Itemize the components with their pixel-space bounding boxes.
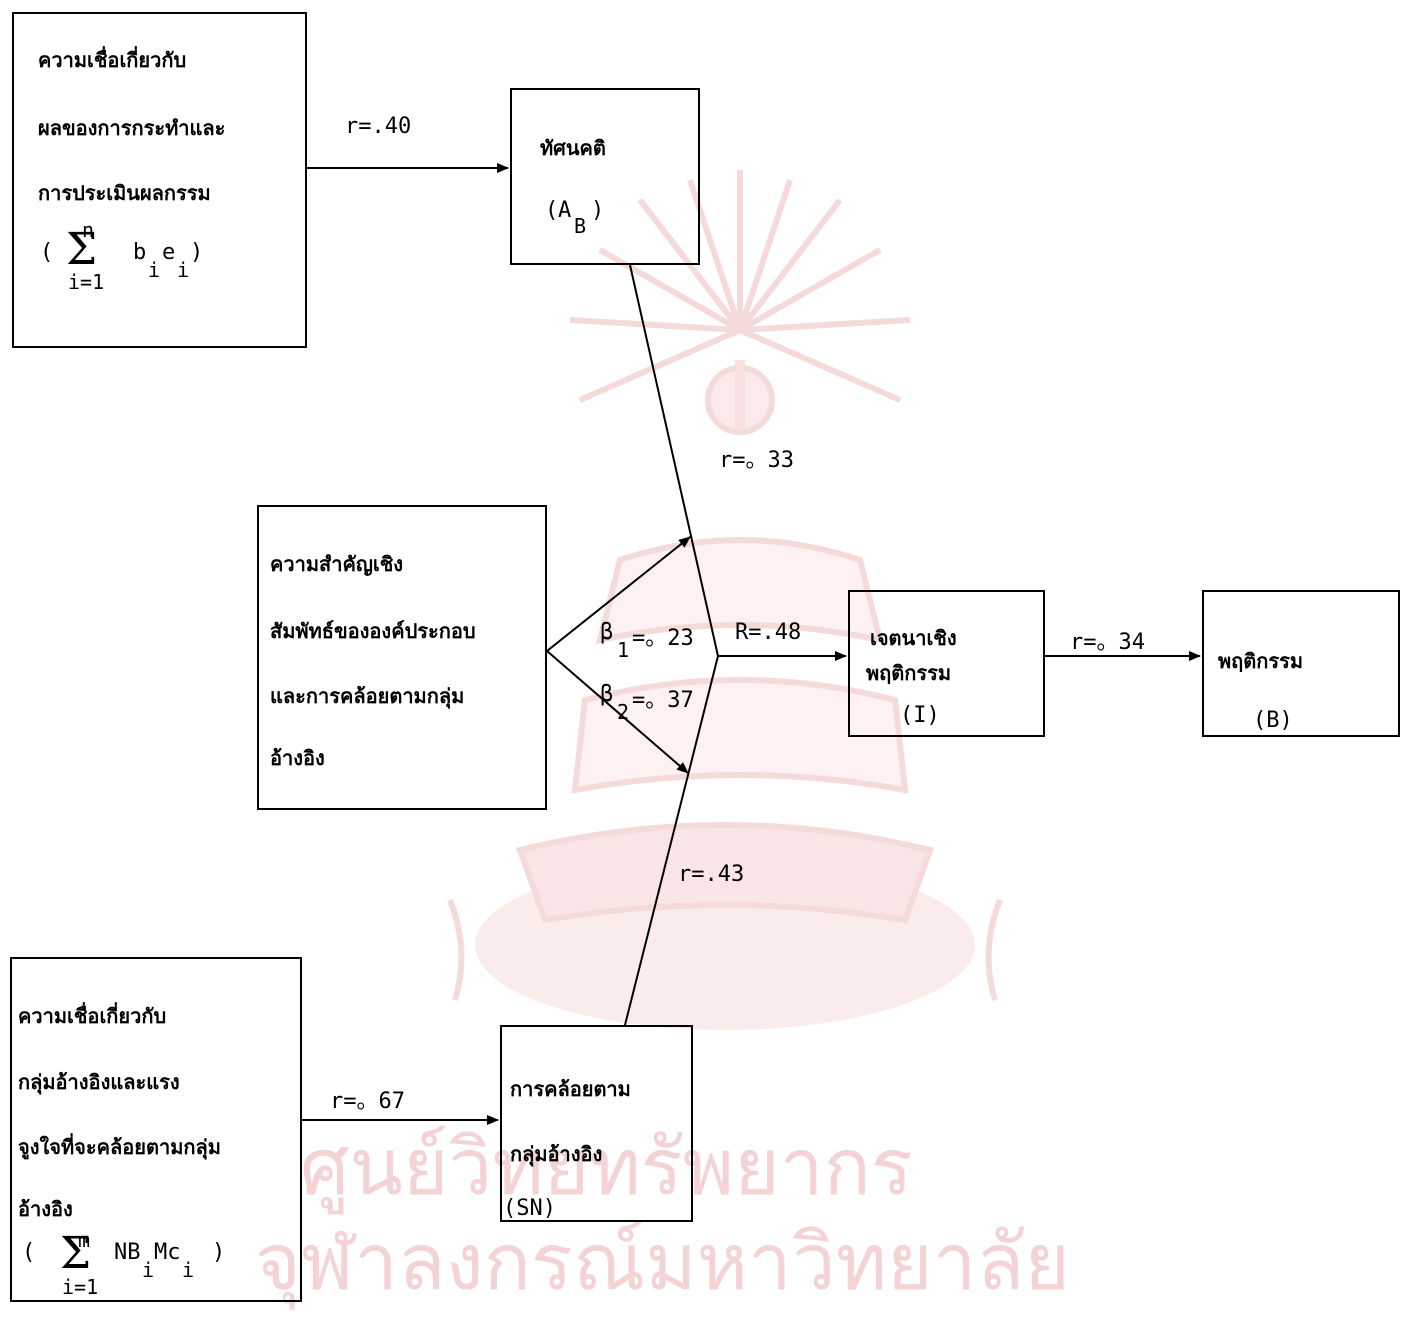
- beliefs-outcome-sub-2: i: [177, 258, 190, 282]
- summation-icon: Σ: [66, 224, 98, 275]
- label-r-intention-behavior: r=。34: [1070, 630, 1145, 655]
- subjective-norm-line2: กลุ่มอ้างอิง: [510, 1142, 603, 1166]
- normative-beliefs-line2: กลุ่มอ้างอิงและแรง: [18, 1070, 180, 1094]
- label-beta2-sub: 2: [617, 700, 630, 724]
- normative-beliefs-sub-2: i: [182, 1258, 195, 1282]
- beliefs-outcome-term-e: e: [162, 240, 176, 265]
- relative-weights-line3: และการคล้อยตามกลุ่ม: [270, 684, 465, 708]
- edge-sn-to-junction: [624, 655, 719, 1026]
- label-r-sn: r=.43: [678, 862, 745, 887]
- behavior-symbol: (B): [1253, 708, 1293, 733]
- intention-line1: เจตนาเชิง: [870, 626, 957, 650]
- label-r-attitude: r=。33: [719, 448, 794, 473]
- beliefs-outcome-line1: ความเชื่อเกี่ยวกับ: [38, 48, 187, 72]
- label-beta2-value: =。37: [632, 688, 694, 713]
- beliefs-outcome-box: [12, 12, 307, 348]
- subjective-norm-symbol: (SN): [503, 1196, 556, 1221]
- normative-beliefs-line1: ความเชื่อเกี่ยวกับ: [18, 1004, 167, 1028]
- behavior-box: [1202, 590, 1400, 737]
- relative-weights-line4: อ้างอิง: [270, 746, 325, 770]
- label-beta1-symbol: β: [600, 620, 614, 645]
- intention-box: [848, 590, 1045, 737]
- attitude-name: ทัศนคติ: [540, 136, 606, 160]
- label-beta2-symbol: β: [600, 682, 614, 707]
- attitude-open-paren: (: [545, 198, 559, 223]
- normative-beliefs-sum-upper: m: [78, 1228, 91, 1252]
- summation-icon-normative: Σ: [60, 1228, 92, 1279]
- beliefs-outcome-open-paren: (: [40, 240, 54, 265]
- watermark-seal: [447, 170, 1003, 1030]
- beliefs-outcome-sub-1: i: [148, 258, 161, 282]
- beliefs-outcome-line3: การประเมินผลกรรม: [38, 181, 211, 205]
- normative-beliefs-term-nb: NB: [114, 1240, 141, 1265]
- label-beta1-value: =。23: [632, 626, 694, 651]
- attitude-symbol: A: [558, 198, 572, 223]
- beliefs-outcome-line2: ผลของการกระทำและ: [38, 116, 226, 140]
- watermark-text-line1: ศูนย์วิทยทรัพยากร: [300, 1123, 913, 1213]
- subjective-norm-line1: การคล้อยตาม: [510, 1077, 631, 1101]
- watermark-text-line2: จุฬาลงกรณ์มหาวิทยาลัย: [255, 1218, 1071, 1308]
- edge-weights-to-upper: [546, 536, 691, 652]
- beliefs-outcome-close-paren: ): [190, 240, 204, 265]
- beliefs-outcome-sum-lower: i=1: [68, 270, 105, 294]
- relative-weights-line2: สัมพัทธ์ขององค์ประกอบ: [270, 619, 476, 643]
- label-beta1-sub: 1: [617, 638, 630, 662]
- normative-beliefs-close-paren: ): [212, 1240, 226, 1265]
- connectors: [302, 163, 1201, 1125]
- relative-weights-box: [257, 505, 547, 810]
- relative-weights-line1: ความสำคัญเชิง: [270, 552, 404, 576]
- normative-beliefs-term-mc: Mc: [154, 1240, 181, 1265]
- beliefs-outcome-term-b: b: [133, 240, 147, 265]
- beliefs-outcome-sum-upper: n: [82, 218, 95, 242]
- normative-beliefs-sum-lower: i=1: [62, 1275, 99, 1299]
- label-R-intention: R=.48: [735, 620, 802, 645]
- normative-beliefs-box: [10, 957, 302, 1302]
- subjective-norm-box: [500, 1025, 693, 1222]
- normative-beliefs-line4: อ้างอิง: [18, 1197, 73, 1221]
- attitude-close-paren: ): [591, 198, 605, 223]
- normative-beliefs-sub-1: i: [142, 1258, 155, 1282]
- intention-line2: พฤติกรรม: [866, 661, 952, 685]
- normative-beliefs-line3: จูงใจที่จะคล้อยตามกลุ่ม: [18, 1135, 221, 1159]
- attitude-symbol-sub: B: [574, 214, 587, 238]
- attitude-box: [510, 88, 700, 265]
- edge-weights-to-lower: [546, 650, 689, 774]
- normative-beliefs-open-paren: (: [22, 1240, 36, 1265]
- edge-attitude-to-junction: [629, 264, 719, 657]
- behavior-name: พฤติกรรม: [1218, 649, 1304, 673]
- label-r-beliefs-attitude: r=.40: [345, 114, 412, 139]
- label-r-normative-sn: r=。67: [330, 1089, 405, 1114]
- intention-symbol: (I): [900, 703, 940, 728]
